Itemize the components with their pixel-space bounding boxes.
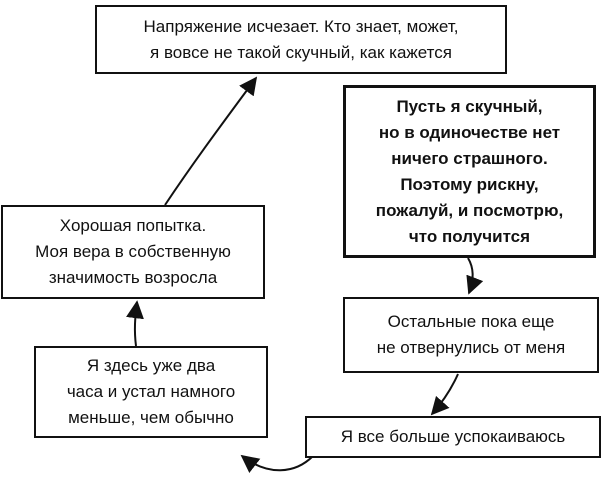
node-calming-down-text: Я все больше успокаиваюсь	[340, 427, 566, 446]
arrow-middle-to-bottom-right	[430, 373, 459, 416]
node-calming-down: Я все больше успокаиваюсь	[305, 416, 601, 458]
arrow-left-to-top	[164, 76, 258, 206]
node-others-not-turned-away-text: Остальные пока еще не отвернулись от мен…	[376, 312, 566, 357]
node-boring-but-risk: Пусть я скучный, но в одиночестве нет ни…	[343, 85, 596, 258]
node-boring-but-risk-text: Пусть я скучный, но в одиночестве нет ни…	[375, 96, 564, 246]
node-two-hours-here: Я здесь уже два часа и устал намного мен…	[34, 346, 268, 438]
node-others-not-turned-away: Остальные пока еще не отвернулись от мен…	[343, 297, 599, 373]
arrow-bottom-right-to-bottom-left	[240, 454, 314, 474]
node-tension-fades-text: Напряжение исчезает. Кто знает, может, я…	[143, 16, 459, 62]
node-tension-fades: Напряжение исчезает. Кто знает, может, я…	[95, 5, 507, 74]
arrow-bottom-left-to-left	[126, 300, 144, 347]
node-good-try: Хорошая попытка. Моя вера в собственную …	[1, 205, 265, 299]
arrow-bold-to-middle	[466, 257, 484, 295]
node-good-try-text: Хорошая попытка. Моя вера в собственную …	[35, 216, 231, 287]
node-two-hours-here-text: Я здесь уже два часа и устал намного мен…	[66, 356, 236, 427]
